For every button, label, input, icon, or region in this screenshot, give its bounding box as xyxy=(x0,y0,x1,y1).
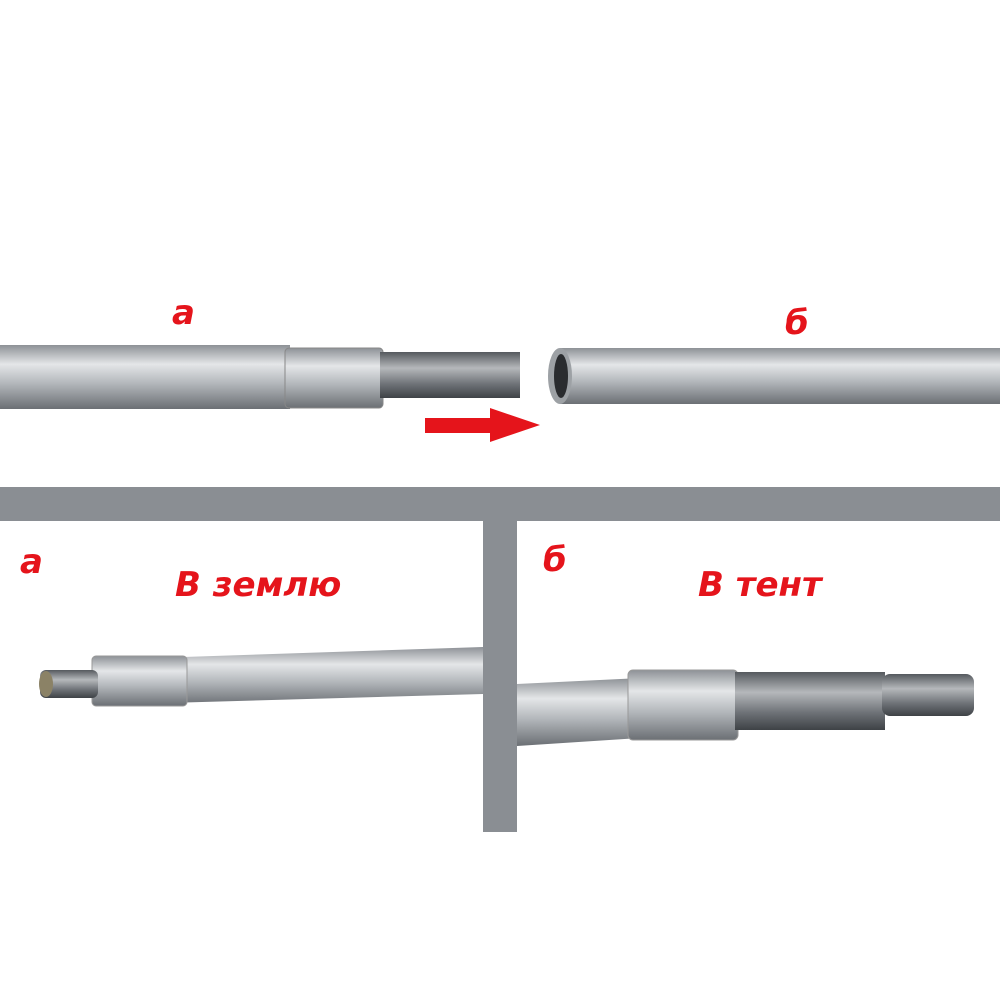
pole-b-top xyxy=(548,348,1000,404)
pole-ground-end xyxy=(39,647,483,707)
caption-tent: В тент xyxy=(698,565,822,605)
vertical-divider xyxy=(483,487,517,832)
pole-a-top xyxy=(0,345,520,409)
label-a-bottom: а xyxy=(20,542,43,582)
pole-tent-end xyxy=(517,669,974,746)
caption-ground: В землю xyxy=(175,565,342,605)
label-b-bottom: б xyxy=(543,540,567,580)
label-a-top: а xyxy=(172,293,195,333)
label-b-top: б xyxy=(785,303,809,343)
arrow-right-icon xyxy=(425,408,540,442)
